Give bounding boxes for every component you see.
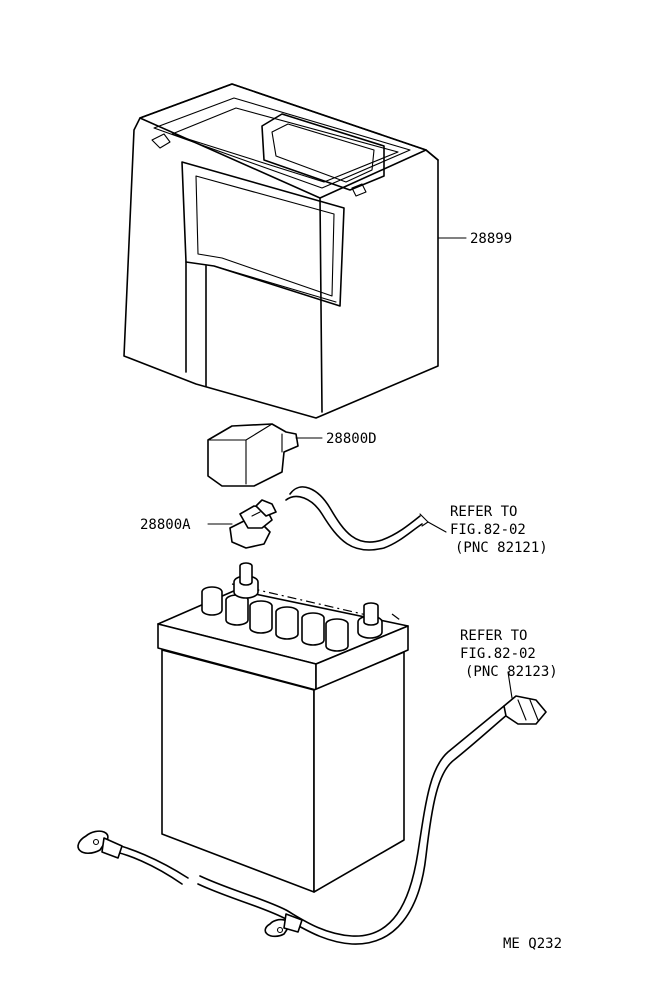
figure-code: ME Q232 <box>503 936 562 952</box>
part-label-28800d: 28800D <box>326 431 377 447</box>
part-label-28800a: 28800A <box>140 517 191 533</box>
leader-line-lower-reference <box>507 671 513 699</box>
battery-box-illustration <box>123 83 439 419</box>
upper-reference-line2: FIG.82-02 <box>450 522 526 538</box>
terminal-cover-illustration <box>207 423 299 487</box>
battery-cell-caps <box>201 586 349 652</box>
battery-illustration <box>157 562 409 893</box>
upper-battery-cable <box>285 486 429 551</box>
lower-reference-line3: (PNC 82123) <box>465 664 558 680</box>
part-label-28899: 28899 <box>470 231 512 247</box>
leader-line-upper-reference <box>427 521 447 533</box>
upper-reference-line1: REFER TO <box>450 504 517 520</box>
terminal-cap-illustration <box>229 499 277 549</box>
upper-reference-line3: (PNC 82121) <box>455 540 548 556</box>
lower-battery-cable <box>77 695 547 945</box>
lower-reference-line2: FIG.82-02 <box>460 646 536 662</box>
lower-reference-line1: REFER TO <box>460 628 527 644</box>
